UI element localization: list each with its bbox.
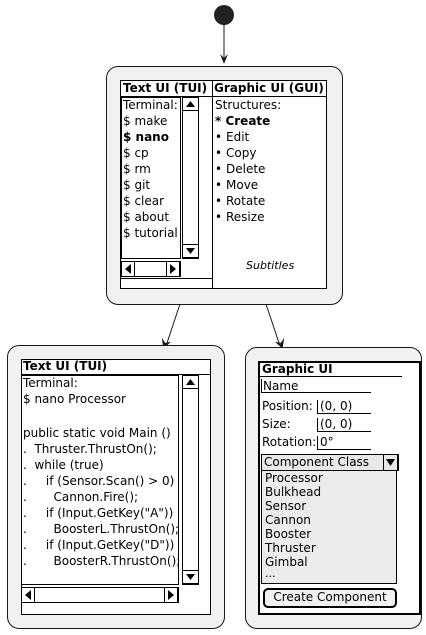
code-line: . if (Sensor.Scan() > 0) bbox=[23, 474, 175, 488]
terminal-line: $ about bbox=[123, 210, 170, 224]
component-option[interactable]: Sensor bbox=[265, 499, 307, 513]
gui-structures-label: Structures: bbox=[215, 98, 282, 112]
code-line: . if (Input.GetKey("D")) bbox=[23, 538, 175, 552]
arrowhead-top bbox=[220, 54, 228, 64]
terminal-line: Terminal: bbox=[123, 98, 178, 112]
gui-menu-item[interactable]: Edit bbox=[226, 130, 250, 144]
top-right-title: Graphic UI (GUI) bbox=[214, 81, 324, 95]
create-component-button[interactable]: Create Component bbox=[263, 588, 397, 608]
scroll-down-icon[interactable] bbox=[182, 244, 199, 258]
top-left-title: Text UI (TUI) bbox=[123, 81, 208, 95]
start-node bbox=[214, 5, 234, 25]
code-line: $ nano Processor bbox=[23, 392, 126, 406]
component-option[interactable]: Processor bbox=[265, 471, 323, 485]
component-class-list[interactable] bbox=[261, 470, 397, 584]
terminal-line: $ rm bbox=[123, 162, 151, 176]
top-column-divider bbox=[212, 80, 213, 288]
scroll-right-icon[interactable] bbox=[166, 261, 180, 277]
rotation-field[interactable] bbox=[317, 436, 371, 450]
terminal-line: $ make bbox=[123, 114, 168, 128]
scroll-left-icon[interactable] bbox=[21, 587, 35, 603]
code-line: . if (Input.GetKey("A")) bbox=[23, 506, 174, 520]
scroll-up-icon[interactable] bbox=[182, 375, 199, 389]
component-option[interactable]: Gimbal bbox=[265, 555, 308, 569]
component-option[interactable]: ... bbox=[265, 567, 276, 580]
top-footer-divider bbox=[120, 278, 212, 279]
rotation-label: Rotation: bbox=[262, 435, 317, 449]
terminal-line: $ cp bbox=[123, 146, 149, 160]
left-horizontal-scrollbar[interactable] bbox=[21, 587, 179, 603]
arrow-top-to-right bbox=[265, 303, 281, 347]
bullet-icon: • bbox=[215, 194, 223, 208]
bullet-icon: • bbox=[215, 130, 223, 144]
code-line: . BoosterL.ThrustOn(); bbox=[23, 522, 180, 536]
bullet-icon: • bbox=[215, 162, 223, 176]
left-title: Text UI (TUI) bbox=[23, 359, 108, 373]
name-field-value: Name bbox=[263, 379, 299, 393]
position-value: (0, 0) bbox=[320, 399, 353, 413]
position-field[interactable] bbox=[317, 400, 371, 414]
arrow-top-to-left bbox=[165, 303, 181, 347]
code-line: . BoosterR.ThrustOn(); bbox=[23, 554, 181, 568]
top-vertical-scrollbar[interactable] bbox=[182, 97, 199, 259]
left-vertical-scrollbar[interactable] bbox=[182, 375, 199, 585]
gui-menu-item[interactable]: Delete bbox=[226, 162, 266, 176]
subtitle-text: Subtitles bbox=[246, 259, 295, 272]
gui-menu-item[interactable]: Rotate bbox=[226, 194, 266, 208]
right-header-divider bbox=[259, 376, 402, 377]
code-line: public static void Main () bbox=[23, 426, 171, 440]
size-field[interactable] bbox=[317, 418, 371, 432]
terminal-line: $ tutorial bbox=[123, 226, 178, 240]
arrowhead-right bbox=[275, 337, 285, 349]
component-option[interactable]: Bulkhead bbox=[265, 485, 322, 499]
rotation-value: 0° bbox=[320, 435, 334, 449]
chevron-down-icon[interactable] bbox=[383, 454, 398, 471]
terminal-line: $ nano bbox=[123, 130, 169, 144]
terminal-line: $ clear bbox=[123, 194, 165, 208]
gui-create-item[interactable]: * Create bbox=[215, 114, 271, 128]
code-editor-box[interactable] bbox=[21, 375, 179, 585]
component-option[interactable]: Cannon bbox=[265, 513, 311, 527]
scroll-down-icon[interactable] bbox=[182, 570, 199, 584]
size-label: Size: bbox=[262, 417, 291, 431]
code-line: . while (true) bbox=[23, 458, 104, 472]
scroll-up-icon[interactable] bbox=[182, 97, 199, 111]
dropdown-label: Component Class bbox=[264, 455, 370, 469]
scroll-right-icon[interactable] bbox=[164, 587, 178, 603]
right-title: Graphic UI bbox=[262, 362, 333, 376]
bullet-icon: • bbox=[215, 178, 223, 192]
size-value: (0, 0) bbox=[320, 417, 353, 431]
code-line: Terminal: bbox=[23, 376, 78, 390]
left-header-divider bbox=[21, 374, 210, 375]
code-line: . Thruster.ThrustOn(); bbox=[23, 442, 157, 456]
gui-menu-item[interactable]: Copy bbox=[226, 146, 257, 160]
name-field[interactable] bbox=[261, 379, 371, 393]
top-header-divider bbox=[120, 96, 326, 97]
position-label: Position: bbox=[262, 399, 313, 413]
component-option[interactable]: Booster bbox=[265, 527, 312, 541]
code-line: . Cannon.Fire(); bbox=[23, 490, 139, 504]
bullet-icon: • bbox=[215, 146, 223, 160]
component-option[interactable]: Thruster bbox=[265, 541, 316, 555]
gui-menu-item[interactable]: Resize bbox=[226, 210, 265, 224]
terminal-line: $ git bbox=[123, 178, 151, 192]
scroll-left-icon[interactable] bbox=[121, 261, 135, 277]
gui-menu-item[interactable]: Move bbox=[226, 178, 259, 192]
bullet-icon: • bbox=[215, 210, 223, 224]
terminal-list-box[interactable] bbox=[121, 97, 181, 259]
